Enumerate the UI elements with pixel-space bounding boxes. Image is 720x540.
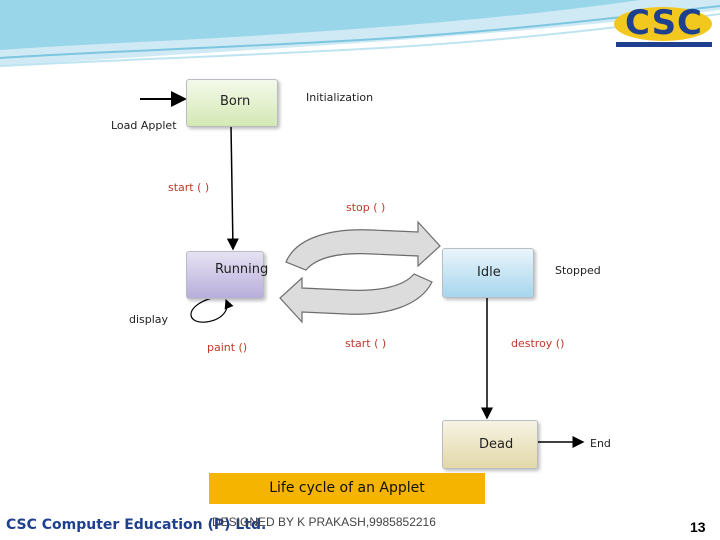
page-number: 13 — [690, 519, 706, 535]
state-born: Born — [186, 79, 278, 127]
label-stopped: Stopped — [555, 264, 601, 277]
footer-designer: DESIGNED BY K PRAKASH,9985852216 — [212, 515, 436, 529]
state-dead: Dead — [442, 420, 538, 469]
label-load-applet: Load Applet — [111, 119, 177, 132]
logo-underline — [616, 42, 712, 47]
company-logo: CSC — [612, 5, 716, 47]
label-display: display — [129, 313, 169, 326]
label-initialization: Initialization — [306, 91, 374, 104]
logo-ring — [614, 7, 712, 41]
label-end: End — [590, 437, 611, 450]
start-return-arrow — [279, 273, 433, 324]
label-stop: stop ( ) — [346, 201, 386, 214]
diagram-caption: Life cycle of an Applet — [209, 473, 485, 504]
stop-arrow — [285, 220, 441, 271]
born-to-running-arrow — [226, 125, 239, 251]
state-idle-label: Idle — [477, 265, 501, 280]
state-running-label: Running — [215, 262, 269, 277]
label-destroy: destroy () — [511, 337, 565, 350]
label-paint: paint () — [207, 341, 248, 354]
header-wave — [0, 0, 720, 67]
state-running: Running — [186, 251, 268, 299]
label-start-from-born: start ( ) — [168, 181, 210, 194]
state-idle: Idle — [442, 248, 534, 298]
state-dead-label: Dead — [479, 437, 514, 452]
paint-loop-arrow — [190, 297, 234, 323]
label-start-from-idle: start ( ) — [345, 337, 387, 350]
footer-company: CSC Computer Education (P) Ltd. — [6, 517, 267, 533]
state-born-label: Born — [220, 94, 251, 109]
logo-text: CSC — [624, 3, 704, 43]
